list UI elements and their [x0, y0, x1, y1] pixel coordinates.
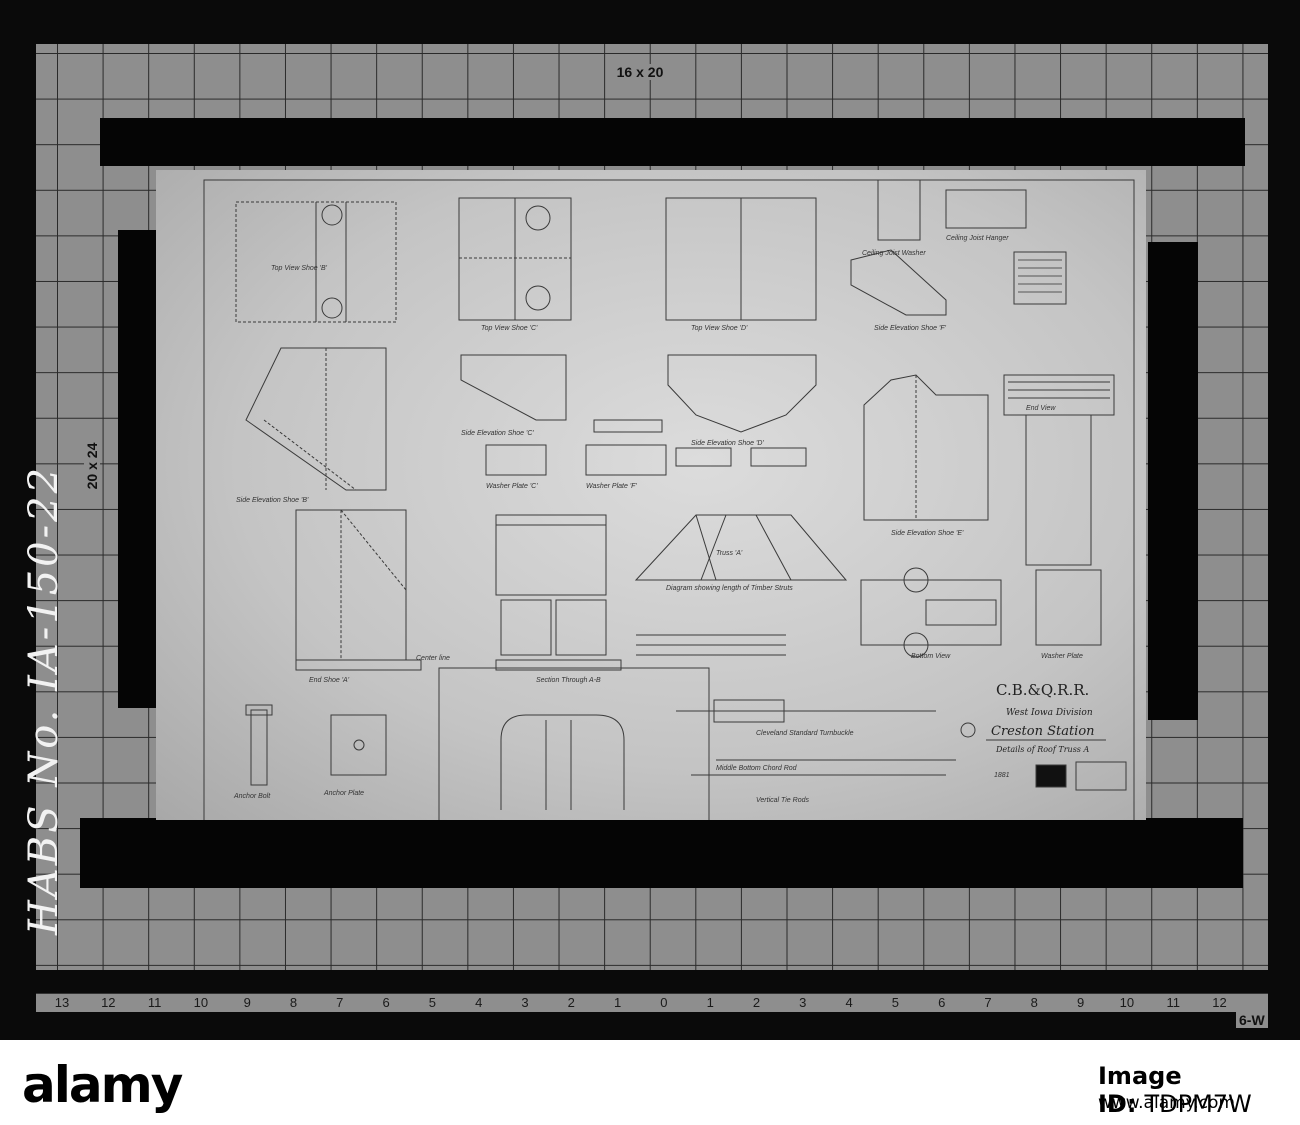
label-diagram-struts: Diagram showing length of Timber Struts [666, 585, 793, 592]
label-top-view-b: Top View Shoe 'B' [271, 265, 328, 272]
label-side-elev-b: Side Elevation Shoe 'B' [236, 497, 309, 504]
washer-plate-drawing [1035, 569, 1102, 646]
alamy-logo: alamy [22, 1056, 183, 1114]
ruler-tick-label: 8 [289, 995, 298, 1010]
ruler-tick-label: 0 [660, 995, 668, 1010]
ruler-tick-label: 10 [193, 995, 209, 1010]
side-elevation-shoe-c-drawing [460, 354, 567, 421]
habs-handwritten-label: HABS No. IA-150-22 [21, 464, 67, 936]
end-shoe-a-drawing [295, 508, 422, 671]
ruler-tick-label: 12 [101, 995, 116, 1010]
image-id-line: Image ID:TDPM7W [1098, 1062, 1300, 1118]
image-id-value: TDPM7W [1144, 1090, 1252, 1118]
label-bottom-view: Bottom View [911, 653, 951, 660]
ruler-tick-label: 2 [752, 995, 761, 1010]
end-view-shoe-e-drawing [1003, 374, 1115, 566]
label-ceiling-joist-washer: Ceiling Joist Washer [862, 250, 926, 257]
label-truss-a: Truss 'A' [716, 550, 743, 557]
ruler-tick-label: 12 [1212, 995, 1227, 1010]
label-anchor-plate: Anchor Plate [323, 790, 364, 797]
label-anchor-bolt: Anchor Bolt [233, 793, 271, 800]
label-side-elev-c: Side Elevation Shoe 'C' [461, 430, 534, 437]
card-code-label: 6-W [1236, 1012, 1268, 1028]
side-elevation-shoe-d-drawing [667, 354, 817, 433]
title-station: Creston Station [991, 724, 1095, 739]
washer-plate-c-drawing [485, 444, 547, 476]
ruler-tick-label: 4 [475, 995, 483, 1010]
label-center-line: Center line [416, 655, 450, 662]
ruler-tick-label: 3 [521, 995, 529, 1010]
grid-label-top: 16 x 20 [612, 64, 668, 80]
top-view-shoe-d-drawing [665, 197, 817, 321]
label-sheet-number: 1881 [994, 772, 1010, 779]
truss-a-drawing [634, 514, 848, 581]
label-top-view-d: Top View Shoe 'D' [691, 325, 748, 332]
title-division: West Iowa Division [1006, 708, 1093, 718]
label-washer-plate-f: Washer Plate 'F' [586, 483, 637, 490]
top-view-shoe-c-drawing [458, 197, 572, 321]
title-subtitle: Details of Roof Truss A [995, 745, 1089, 754]
ruler-tick-label: 11 [1166, 995, 1180, 1010]
ruler-tick-label: 6 [382, 995, 390, 1010]
title-block: C.B.&Q.R.R. West Iowa Division Creston S… [991, 681, 1095, 754]
ruler-tick-label: 5 [428, 995, 437, 1010]
image-id-label: Image ID: [1098, 1062, 1182, 1118]
title-railroad: C.B.&Q.R.R. [996, 681, 1089, 699]
section-ab-lower-drawing [438, 667, 710, 820]
blueprint-drawing: Top View Shoe 'B' Top View Shoe 'C' Top … [203, 179, 1135, 820]
bottom-ruler [36, 993, 1268, 1012]
label-end-shoe-a: End Shoe 'A' [309, 677, 350, 684]
label-side-elev-e: Side Elevation Shoe 'E' [891, 530, 964, 537]
ruler-tick-label: 5 [891, 995, 900, 1010]
section-ab-upper-drawing [495, 514, 622, 671]
ruler-tick-label: 10 [1119, 995, 1135, 1010]
label-ceiling-joist-hanger: Ceiling Joist Hanger [946, 235, 1009, 242]
top-view-shoe-b-drawing [235, 201, 397, 323]
mask-bar-right [1148, 242, 1198, 720]
label-middle-chord-rod: Middle Bottom Chord Rod [716, 765, 798, 772]
stock-url: www.alamy.com [1098, 1093, 1236, 1113]
label-turnbuckle: Cleveland Standard Turnbuckle [756, 730, 854, 737]
label-end-view: End View [1026, 405, 1056, 412]
ceiling-joist-hanger-drawing [945, 189, 1027, 229]
ruler-tick-label: 9 [243, 995, 251, 1010]
ruler-tick-label: 1 [706, 995, 714, 1010]
ruler-tick-label: 2 [567, 995, 575, 1010]
ruler-tick-label: 6 [938, 995, 946, 1010]
ruler-tick-label: 7 [336, 995, 344, 1010]
ruler-tick-label: 8 [1030, 995, 1038, 1010]
anchor-plate-drawing [330, 714, 387, 776]
ruler-tick-label: 7 [984, 995, 992, 1010]
grid-label-left: 20 x 24 [84, 438, 100, 494]
side-elevation-shoe-b-drawing [245, 347, 387, 491]
ruler-tick-label: 11 [147, 995, 162, 1010]
stock-footer [0, 1040, 1300, 1125]
bottom-view-drawing [860, 567, 1002, 658]
label-vertical-tie-rods: Vertical Tie Rods [756, 797, 809, 804]
side-elevation-shoe-f-drawing [850, 249, 947, 316]
label-washer-plate-c: Washer Plate 'C' [486, 483, 538, 490]
washer-plate-f-drawing [585, 444, 667, 476]
ruler-tick-label: 3 [799, 995, 807, 1010]
blueprint-sheet: Top View Shoe 'B' Top View Shoe 'C' Top … [156, 170, 1146, 820]
label-side-elev-d: Side Elevation Shoe 'D' [691, 440, 764, 447]
anchor-bolt-drawing [245, 704, 273, 786]
label-washer-plate: Washer Plate [1041, 653, 1083, 660]
label-side-elev-f: Side Elevation Shoe 'F' [874, 325, 947, 332]
mask-bar-bottom [80, 818, 1243, 888]
ruler-tick-label: 13 [54, 995, 70, 1010]
end-view-shoe-f-drawing [1013, 251, 1067, 305]
ruler-tick-label: 4 [845, 995, 853, 1010]
ruler-tick-label: 1 [613, 995, 622, 1010]
mask-bar-top [100, 118, 1245, 166]
ceiling-joist-washer-drawing [877, 179, 921, 241]
ruler-tick-label: 9 [1076, 995, 1085, 1010]
label-top-view-c: Top View Shoe 'C' [481, 325, 538, 332]
archival-photograph: 16 x 20 20 x 24 6-W HABS No. IA-150-22 [0, 0, 1300, 1040]
label-section-ab: Section Through A-B [536, 677, 601, 684]
side-elevation-shoe-e-drawing [863, 374, 989, 521]
